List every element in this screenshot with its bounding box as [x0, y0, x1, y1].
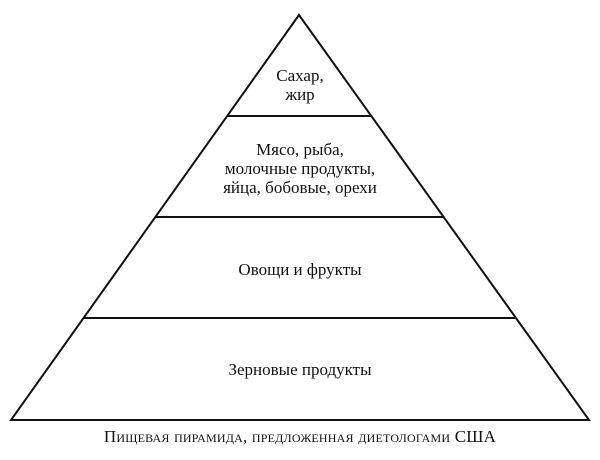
tier-meat-line-2: молочные продукты, [224, 159, 376, 178]
tier-meat-line-1: Мясо, рыба, [256, 140, 344, 159]
tier-sugar-fat-line-1: Сахар, [276, 66, 324, 85]
tier-meat-line-3: яйца, бобовые, орехи [223, 178, 377, 197]
food-pyramid [9, 13, 591, 421]
tier-sugar-fat: Сахар, жир [230, 66, 370, 104]
figure-caption: Пищевая пирамида, предложенная диетолога… [103, 427, 497, 446]
tier-vegetables-fruits: Овощи и фрукты [150, 260, 450, 279]
tier-sugar-fat-line-2: жир [285, 85, 315, 104]
tier-grains: Зерновые продукты [120, 360, 480, 379]
tier-meat-fish-dairy: Мясо, рыба, молочные продукты, яйца, боб… [180, 140, 420, 197]
tier-grains-line-1: Зерновые продукты [228, 360, 372, 379]
tier-vegetables-line-1: Овощи и фрукты [238, 260, 362, 279]
